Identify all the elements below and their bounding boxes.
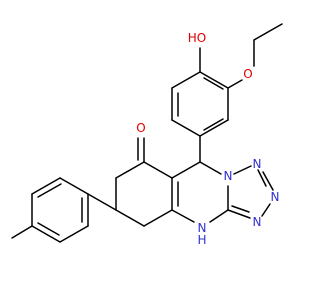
bond: [227, 79, 243, 89]
phenol-ring: [171, 71, 229, 137]
bond: [199, 71, 229, 89]
bond: [11, 225, 33, 239]
bond: [171, 209, 195, 223]
double-bond: [231, 205, 250, 213]
double-bond: [257, 169, 267, 187]
bond: [59, 225, 89, 243]
triazole-nitrogen-1-label: N: [253, 157, 262, 171]
bond: [199, 119, 229, 137]
bond: [115, 209, 145, 227]
double-bond: [37, 183, 62, 198]
double-bond: [203, 118, 224, 131]
bond: [171, 71, 201, 89]
double-bond: [37, 222, 60, 236]
amine-hydrogen-label: H: [197, 233, 206, 247]
hydroxyl-oxygen-label: HO: [188, 31, 206, 45]
molecule-canvas: HO O O N N N N N H: [11, 23, 283, 247]
bond: [171, 161, 201, 179]
ethoxy-oxygen-label: O: [243, 67, 252, 81]
bond: [227, 209, 251, 219]
ketone-oxygen-label: O: [136, 121, 145, 135]
bond: [31, 225, 61, 243]
double-bond: [203, 77, 224, 90]
bond: [143, 161, 173, 179]
bond: [253, 23, 283, 41]
triazole-nitrogen-2-label: N: [271, 190, 280, 204]
bond: [59, 177, 89, 195]
bond: [171, 119, 201, 137]
bridge-nitrogen-label: N: [224, 169, 233, 183]
bond: [199, 161, 222, 175]
bond: [87, 193, 117, 211]
bond: [115, 161, 145, 179]
bond: [233, 165, 252, 175]
bond: [209, 209, 229, 223]
bond: [31, 177, 61, 195]
tolyl-ring: [31, 177, 89, 243]
triazole-nitrogen-3-label: N: [253, 215, 262, 229]
bond: [261, 203, 271, 217]
bond: [143, 209, 173, 227]
amine-nitrogen-label: N: [198, 221, 207, 235]
structure-diagram: HO O O N N N N N H: [11, 23, 283, 247]
bond: [262, 171, 274, 191]
